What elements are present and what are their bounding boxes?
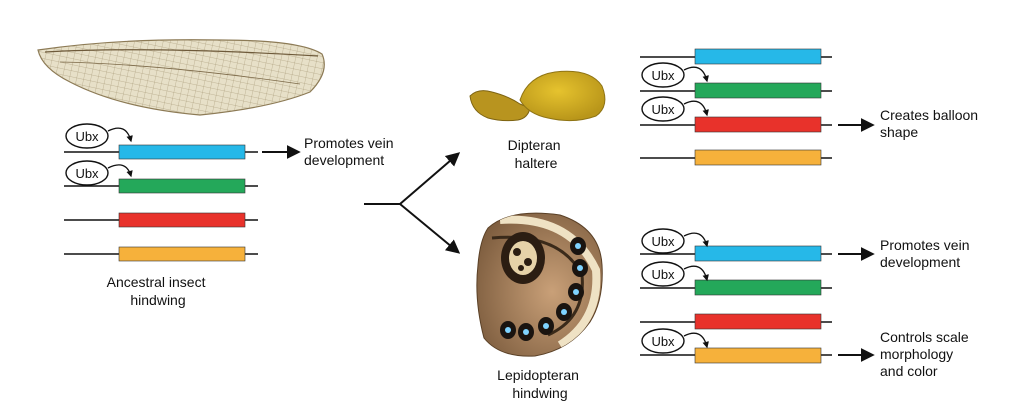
ancestral-gene-rows bbox=[64, 144, 258, 262]
dipteran-gene-blue bbox=[694, 48, 822, 65]
lepidopteran-gene-rows bbox=[640, 245, 832, 364]
lepidopteran-gene-orange bbox=[694, 347, 822, 364]
haltere-image bbox=[469, 70, 606, 122]
lepidopteran-ubx-1: Ubx bbox=[641, 228, 709, 254]
ancestral-ubx-2: Ubx bbox=[65, 160, 133, 186]
dipteran-effect-label: Creates balloon shape bbox=[880, 107, 982, 140]
lepidopteran-ubx-2: Ubx bbox=[641, 261, 709, 287]
svg-text:Ubx: Ubx bbox=[651, 68, 675, 83]
lepidopteran-gene-red bbox=[694, 313, 822, 330]
ancestral-gene-orange bbox=[118, 246, 246, 262]
svg-text:Ubx: Ubx bbox=[651, 267, 675, 282]
svg-text:Ubx: Ubx bbox=[651, 334, 675, 349]
branch-arrows bbox=[364, 152, 461, 254]
ancestral-caption: Ancestral insect hindwing bbox=[107, 274, 210, 308]
lepidopteran-caption: Lepidopteran hindwing bbox=[497, 367, 583, 401]
svg-text:Ubx: Ubx bbox=[75, 166, 99, 181]
dipteran-gene-orange bbox=[694, 149, 822, 166]
dipteran-gene-red bbox=[694, 116, 822, 133]
butterfly-eyespots bbox=[500, 237, 588, 341]
ancestral-gene-green bbox=[118, 178, 246, 194]
lepidopteran-ubx-3: Ubx bbox=[641, 328, 709, 354]
svg-text:Ubx: Ubx bbox=[651, 102, 675, 117]
ancestral-gene-red bbox=[118, 212, 246, 228]
lepidopteran-gene-green bbox=[694, 279, 822, 296]
ancestral-ubx-1: Ubx bbox=[65, 123, 133, 149]
ancestral-effect-label: Promotes vein development bbox=[304, 135, 397, 168]
lepidopteran-effect-label-1: Promotes vein development bbox=[880, 237, 973, 270]
dipteran-ubx-1: Ubx bbox=[641, 62, 709, 88]
ancestral-gene-blue bbox=[118, 144, 246, 160]
dipteran-gene-green bbox=[694, 82, 822, 99]
dipteran-caption: Dipteran haltere bbox=[508, 137, 565, 171]
svg-text:Ubx: Ubx bbox=[651, 234, 675, 249]
lepidopteran-effect-label-2: Controls scale morphology and color bbox=[880, 329, 973, 379]
dipteran-gene-rows bbox=[640, 48, 832, 166]
butterfly-wing-image bbox=[476, 212, 603, 357]
dipteran-ubx-2: Ubx bbox=[641, 96, 709, 122]
ancestral-wing-image bbox=[37, 39, 325, 116]
lepidopteran-gene-blue bbox=[694, 245, 822, 262]
svg-text:Ubx: Ubx bbox=[75, 129, 99, 144]
